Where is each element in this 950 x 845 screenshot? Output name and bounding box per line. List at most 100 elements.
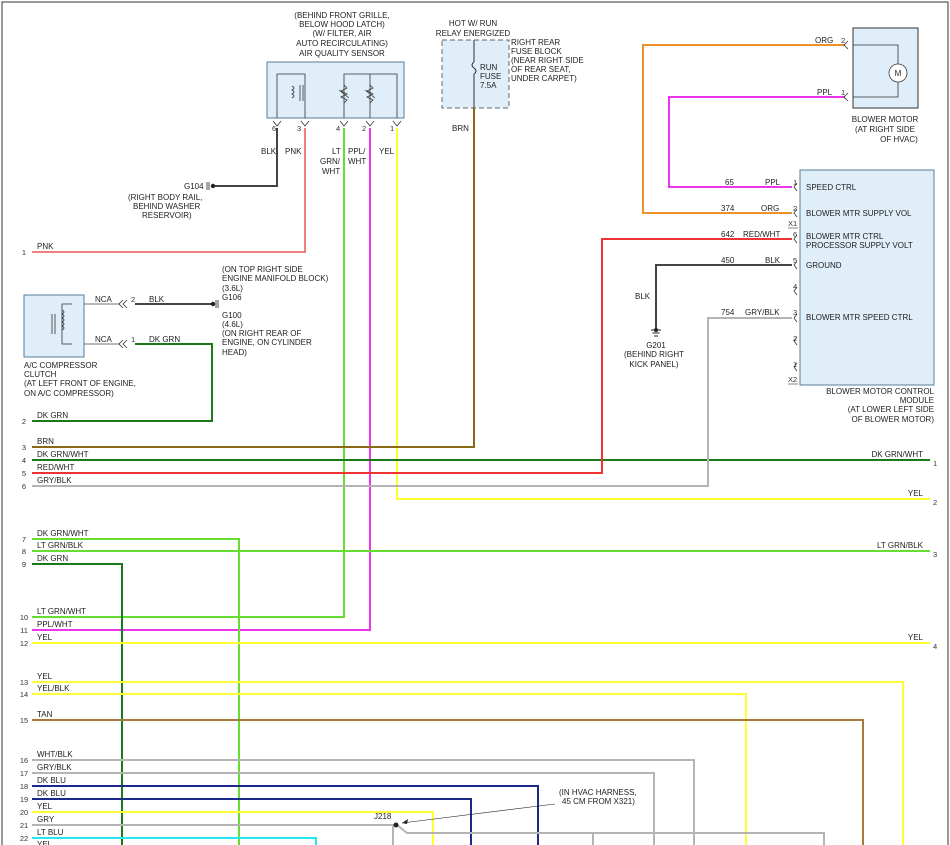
- module-row2-circuit: 374: [721, 204, 735, 213]
- fuse-location-2: FUSE BLOCK: [511, 47, 562, 56]
- module-row2-pin: 2: [793, 204, 797, 213]
- wire-ppl: [668, 96, 845, 188]
- fuse-icon: [471, 40, 477, 108]
- right-pin-2: 2: [933, 498, 937, 507]
- g201-location-2: KICK PANEL): [629, 360, 679, 369]
- module-row3-name2: PROCESSOR SUPPLY VOLT: [806, 241, 913, 250]
- fuse-location-3: (NEAR RIGHT SIDE: [511, 56, 584, 65]
- g201-wire-blk: BLK: [635, 292, 651, 301]
- sensor-pin-4: 4: [336, 124, 340, 133]
- module-row3-pin: 6: [793, 230, 797, 239]
- sensor-pin-terminals: [272, 120, 402, 127]
- module-row5-pin: 3: [793, 308, 797, 317]
- module-x1: X1: [788, 219, 797, 228]
- motor-symbol: [888, 63, 908, 83]
- g100-name: G100: [222, 311, 242, 320]
- right-wire-label-1: DK GRN/WHT: [871, 450, 923, 459]
- blower-wire-org: ORG: [815, 36, 833, 45]
- ac-label-4: ON A/C COMPRESSOR): [24, 389, 114, 398]
- left-pin-8: 8: [22, 547, 26, 556]
- g104-ground: G104 (RIGHT BODY RAIL, BEHIND WASHER RES…: [128, 182, 216, 220]
- left-pin-18: 18: [20, 782, 28, 791]
- sensor-wire-pnk: PNK: [285, 147, 302, 156]
- g104-location-1: (RIGHT BODY RAIL,: [128, 193, 202, 202]
- sensor-location-line-1: (BEHIND FRONT GRILLE,: [294, 11, 389, 20]
- module-x2: X2: [788, 375, 797, 384]
- air-quality-sensor: (BEHIND FRONT GRILLE, BELOW HOOD LATCH) …: [261, 11, 405, 176]
- module-row4-wire: BLK: [765, 256, 781, 265]
- g106-location-2: ENGINE MANIFOLD BLOCK): [222, 274, 329, 283]
- g106-g100-ground: (ON TOP RIGHT SIDE ENGINE MANIFOLD BLOCK…: [210, 265, 329, 357]
- sensor-location-line-4: AUTO RECIRCULATING): [296, 39, 388, 48]
- left-wire-label-11: PPL/WHT: [37, 620, 73, 629]
- blower-pin-2: 2: [841, 36, 845, 45]
- left-pin-1: 1: [22, 248, 26, 257]
- sensor-wire-lt: LT: [332, 147, 341, 156]
- left-pin-10: 10: [20, 613, 28, 622]
- wire-ltgrn-wht: [32, 128, 345, 618]
- module-row5-wire: GRY/BLK: [745, 308, 780, 317]
- wires: [32, 44, 930, 845]
- module-empty-pin-2: 2: [793, 334, 797, 343]
- fuse-label-rating: 7.5A: [480, 81, 497, 90]
- splice-location-2: 45 CM FROM X321): [562, 797, 635, 806]
- wire-dkgrn-9: [32, 563, 123, 845]
- fuse-label-run: RUN: [480, 63, 498, 72]
- sensor-location-line-2: BELOW HOOD LATCH): [299, 20, 385, 29]
- ac-label-3: (AT LEFT FRONT OF ENGINE,: [24, 379, 136, 388]
- left-wire-label-3: BRN: [37, 437, 54, 446]
- left-wire-label-16: WHT/BLK: [37, 750, 73, 759]
- g201-location-1: (BEHIND RIGHT: [624, 350, 684, 359]
- fuse-hot-label-2: RELAY ENERGIZED: [436, 29, 511, 38]
- ac-wire-blk: BLK: [149, 295, 165, 304]
- module-label-1: BLOWER MOTOR CONTROL: [826, 387, 934, 396]
- wire-gry-blk-module: [32, 317, 792, 487]
- g100-location-4: HEAD): [222, 348, 247, 357]
- sensor-internal-circuit: [276, 73, 398, 118]
- module-label-2: MODULE: [900, 396, 934, 405]
- wire-gry-splice-right: [396, 824, 825, 845]
- sensor-wire-wht-1: WHT: [322, 167, 340, 176]
- wire-dkgrn-wht-7: [32, 538, 240, 845]
- module-row5-name: BLOWER MTR SPEED CTRL: [806, 313, 913, 322]
- wire-tan-15: [32, 719, 864, 845]
- ac-label-2: CLUTCH: [24, 370, 57, 379]
- g106-name: G106: [222, 293, 242, 302]
- right-wire-label-4: YEL: [908, 633, 924, 642]
- fuse-location-4: OF REAR SEAT,: [511, 65, 570, 74]
- g104-location-2: BEHIND WASHER: [133, 202, 200, 211]
- left-wire-label-22: LT BLU: [37, 828, 64, 837]
- sensor-name: AIR QUALITY SENSOR: [299, 49, 385, 58]
- module-row1-pin: 1: [793, 178, 797, 187]
- sensor-wire-grn: GRN/: [320, 157, 341, 166]
- left-pin-6: 6: [22, 482, 26, 491]
- sensor-body: [266, 61, 405, 119]
- blower-motor: M 2 ORG 1 PPL BLOWER MOTOR (AT RIGHT SID…: [815, 27, 919, 144]
- left-pin-20: 20: [20, 808, 28, 817]
- wire-blk-g201: [655, 264, 792, 330]
- left-wire-label-2: DK GRN: [37, 411, 68, 420]
- left-wire-label-20: YEL: [37, 802, 53, 811]
- module-row4-pin: 5: [793, 256, 797, 265]
- ac-label-1: A/C COMPRESSOR: [24, 361, 98, 370]
- blower-pin-1: 1: [841, 88, 845, 97]
- left-pin-9: 9: [22, 560, 26, 569]
- splice-location-1: (IN HVAC HARNESS,: [559, 788, 637, 797]
- blower-motor-control-module: X1 X2 65 PPL 1 SPEED CTRL 374 ORG 2 BLOW…: [721, 169, 935, 424]
- module-row2-name: BLOWER MTR SUPPLY VOL: [806, 209, 912, 218]
- g100-location-2: (ON RIGHT REAR OF: [222, 329, 302, 338]
- left-wire-label-8: LT GRN/BLK: [37, 541, 84, 550]
- sensor-pin-1: 1: [390, 124, 394, 133]
- g104-location-3: RESERVOIR): [142, 211, 192, 220]
- ac-nca-1: NCA: [95, 295, 113, 304]
- sensor-pin-3: 3: [297, 124, 301, 133]
- fuse-block: HOT W/ RUN RELAY ENERGIZED RUN FUSE 7.5A…: [436, 19, 584, 133]
- left-wire-label-17: GRY/BLK: [37, 763, 72, 772]
- left-wire-label-5: RED/WHT: [37, 463, 74, 472]
- wire-blk-g104: [214, 128, 278, 187]
- module-row1-wire: PPL: [765, 178, 781, 187]
